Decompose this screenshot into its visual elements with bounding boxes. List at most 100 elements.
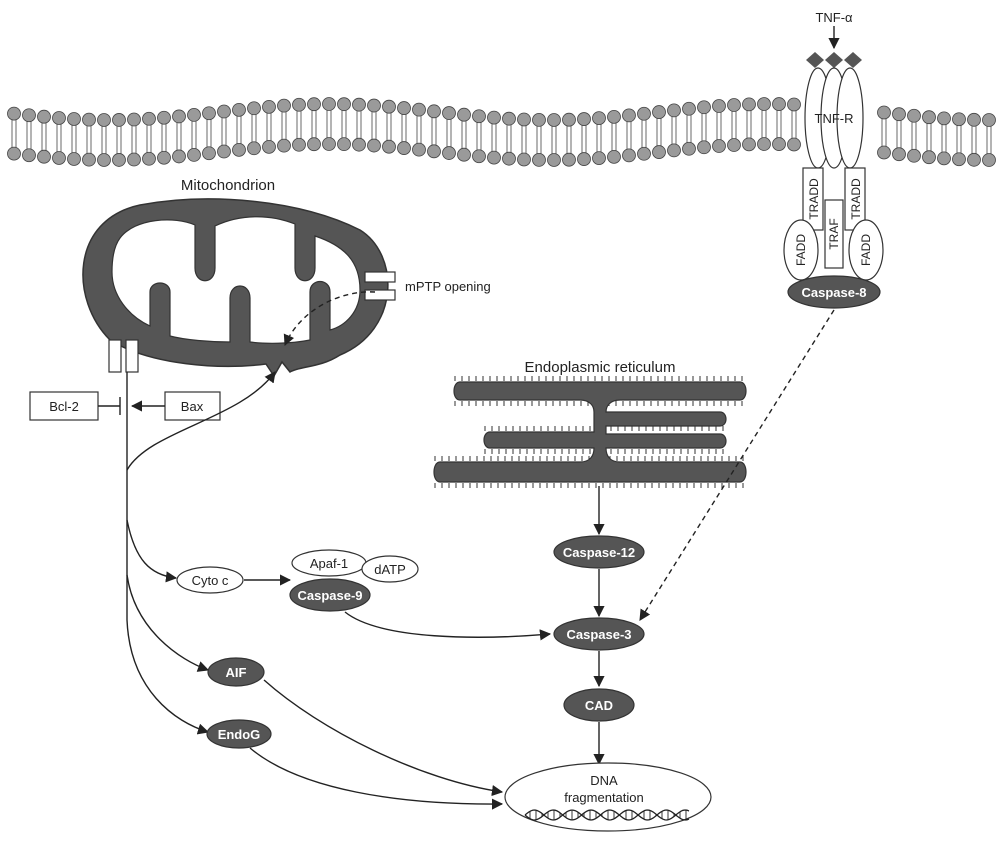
lipid-head — [173, 150, 186, 163]
lipid-tail — [252, 113, 256, 143]
release-to-endog-arrow — [127, 620, 208, 732]
lipid-tail — [717, 111, 721, 141]
lipid-tail — [912, 121, 916, 151]
lipid-head — [128, 153, 141, 166]
lipid-tail — [312, 109, 316, 139]
lipid-head — [623, 109, 636, 122]
lipid-head — [383, 140, 396, 153]
lipid-head — [608, 150, 621, 163]
lipid-head — [398, 102, 411, 115]
lipid-tail — [27, 120, 31, 150]
lipid-head — [293, 138, 306, 151]
lipid-tail — [942, 123, 946, 153]
lipid-head — [983, 153, 996, 166]
fragmentation-label: fragmentation — [564, 790, 644, 805]
lipid-head — [458, 108, 471, 121]
tnf-ligand-diamond — [825, 52, 843, 68]
lipid-head — [158, 151, 171, 164]
lipid-tail — [282, 111, 286, 141]
dna-label: DNA — [590, 773, 618, 788]
lipid-head — [458, 148, 471, 161]
lipid-head — [563, 153, 576, 166]
lipid-head — [8, 147, 21, 160]
tnf-ligand-diamond — [844, 52, 862, 68]
lipid-tail — [147, 124, 151, 154]
lipid-head — [278, 139, 291, 152]
lipid-tail — [537, 125, 541, 155]
lipid-head — [323, 138, 336, 151]
lipid-head — [728, 99, 741, 112]
lipid-head — [338, 98, 351, 111]
lipid-head — [383, 100, 396, 113]
lipid-head — [653, 106, 666, 119]
lipid-head — [923, 111, 936, 124]
lipid-head — [698, 141, 711, 154]
bcl2-label: Bcl-2 — [49, 399, 79, 414]
fadd-right-label: FADD — [859, 234, 873, 266]
lipid-head — [938, 152, 951, 165]
lipid-tail — [597, 123, 601, 153]
tnf-ligand-diamond — [806, 52, 824, 68]
fadd-left-label: FADD — [794, 234, 808, 266]
lipid-head — [593, 152, 606, 165]
lipid-head — [218, 105, 231, 118]
lipid-head — [473, 150, 486, 163]
lipid-tail — [882, 117, 886, 147]
mito-channel-left — [109, 340, 121, 372]
lipid-head — [878, 106, 891, 119]
lipid-tail — [372, 111, 376, 141]
lipid-tail — [72, 124, 76, 154]
lipid-head — [143, 112, 156, 125]
lipid-head — [263, 100, 276, 113]
lipid-head — [308, 98, 321, 111]
lipid-tail — [222, 117, 226, 147]
lipid-head — [263, 140, 276, 153]
lipid-tail — [87, 125, 91, 155]
lipid-head — [683, 102, 696, 115]
mptp-opening-label: mPTP opening — [405, 279, 491, 294]
lipid-tail — [342, 109, 346, 139]
lipid-head — [428, 105, 441, 118]
lipid-head — [503, 152, 516, 165]
lipid-tail — [447, 118, 451, 148]
lipid-head — [83, 153, 96, 166]
lipid-tail — [627, 120, 631, 150]
lipid-tail — [102, 125, 106, 155]
lipid-head — [758, 98, 771, 111]
lipid-head — [248, 142, 261, 155]
lipid-tail — [612, 122, 616, 152]
caspase-8-label: Caspase-8 — [801, 285, 866, 300]
tnf-alpha-label: TNF-α — [815, 10, 853, 25]
lipid-head — [578, 113, 591, 126]
lipid-head — [578, 153, 591, 166]
endog-to-dna-arrow — [250, 748, 502, 804]
lipid-tail — [522, 124, 526, 154]
lipid-tail — [387, 112, 391, 142]
lipid-tail — [477, 121, 481, 151]
lipid-tail — [567, 125, 571, 155]
lipid-head — [473, 110, 486, 123]
lipid-head — [758, 138, 771, 151]
lipid-tail — [672, 115, 676, 145]
lipid-head — [233, 143, 246, 156]
aif-to-dna-arrow — [264, 680, 502, 792]
lipid-tail — [267, 112, 271, 142]
caspase-9-label: Caspase-9 — [297, 588, 362, 603]
lipid-head — [488, 111, 501, 124]
mptp-pore-bottom — [365, 290, 395, 300]
lipid-tail — [327, 109, 331, 139]
lipid-head — [743, 98, 756, 111]
lipid-tail — [117, 125, 121, 155]
lipid-head — [188, 148, 201, 161]
lipid-tail — [657, 117, 661, 147]
lipid-tail — [957, 124, 961, 154]
lipid-head — [743, 138, 756, 151]
lipid-head — [443, 147, 456, 160]
lipid-head — [773, 98, 786, 111]
lipid-head — [98, 153, 111, 166]
lipid-head — [203, 107, 216, 120]
lipid-head — [548, 153, 561, 166]
lipid-tail — [642, 119, 646, 149]
lipid-tail — [192, 120, 196, 150]
